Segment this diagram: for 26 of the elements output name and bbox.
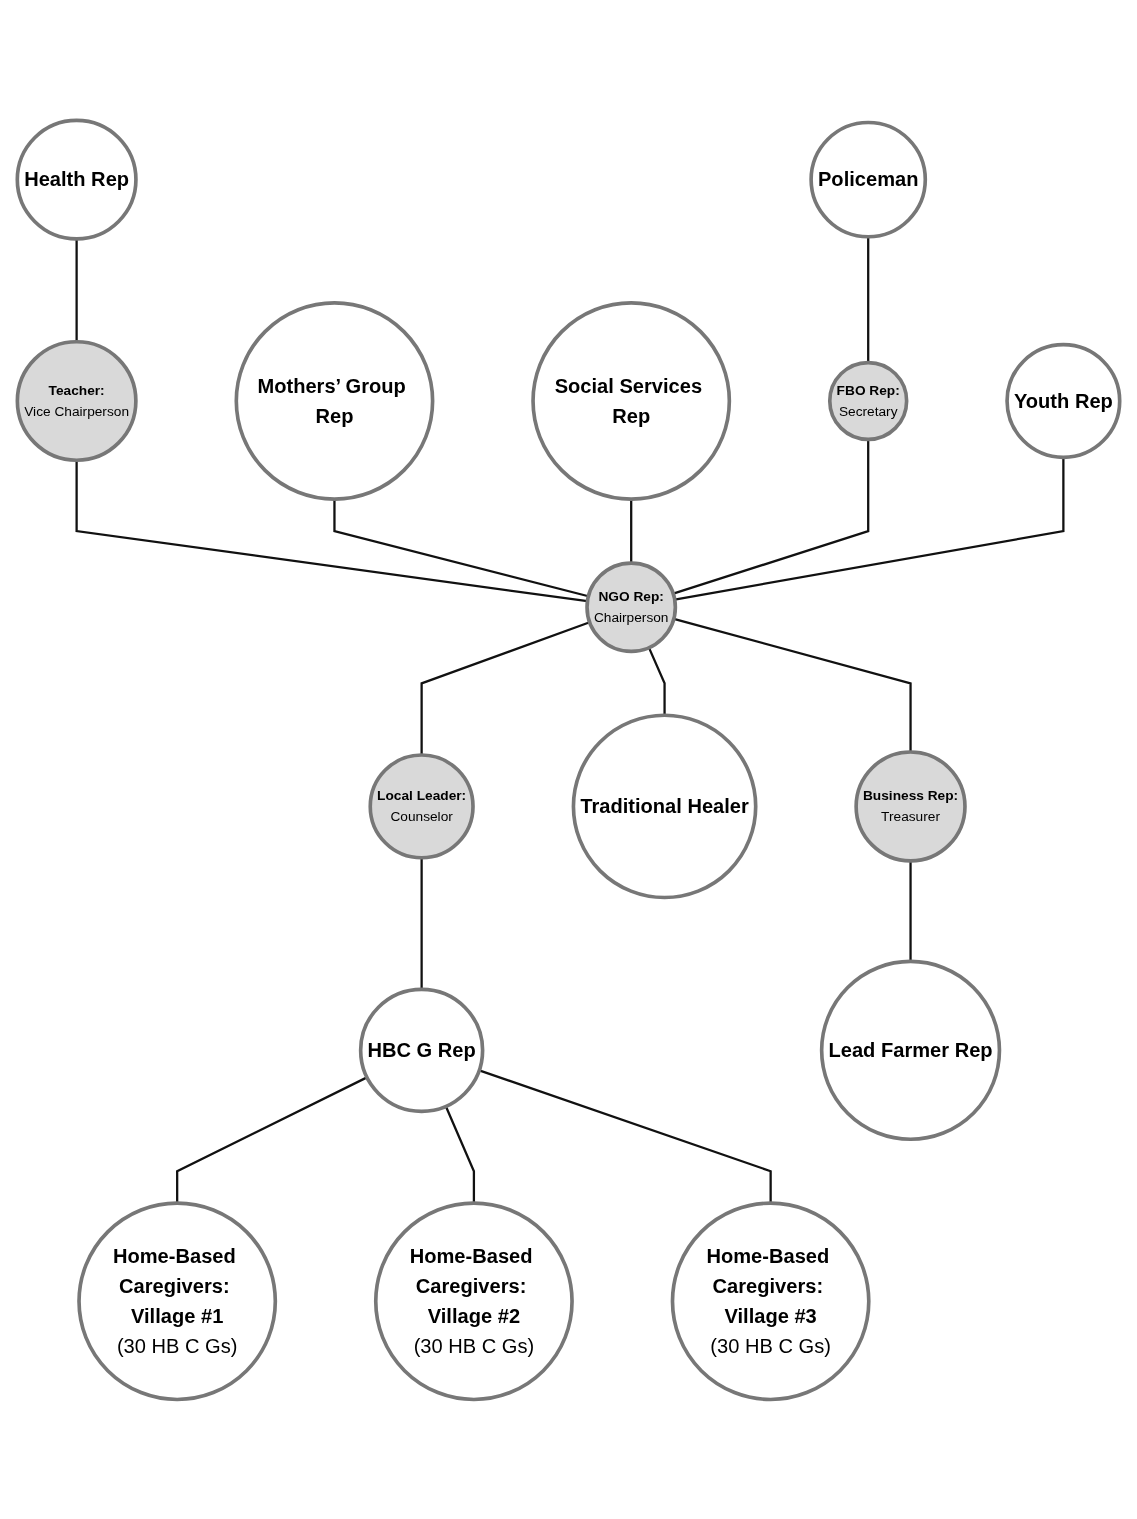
connector bbox=[176, 1075, 368, 1203]
node-circle: NGO Rep: Chairperson bbox=[585, 560, 678, 653]
node-circle: Home-Based Caregivers: Village #3 (30 HB C Gs) bbox=[670, 1200, 871, 1401]
connector bbox=[420, 857, 423, 989]
node-circle: Traditional Healer bbox=[571, 713, 758, 899]
connector bbox=[75, 238, 78, 342]
connector bbox=[647, 646, 666, 715]
node-circle: Business Rep: Treasurer bbox=[854, 749, 967, 863]
node-circle: Social Services Rep bbox=[531, 300, 732, 501]
node-circle: FBO Rep: Secretary bbox=[827, 360, 909, 441]
node-circle: HBC G Rep bbox=[358, 987, 485, 1113]
node-circle: Home-Based Caregivers: Village #1 (30 HB C Gs) bbox=[77, 1200, 278, 1401]
node-circle: Local Leader: Counselor bbox=[368, 752, 475, 860]
node-circle: Home-Based Caregivers: Village #2 (30 HB C Gs) bbox=[373, 1200, 574, 1401]
connector bbox=[630, 498, 633, 563]
node-circle: Mothers’ Group Rep bbox=[234, 300, 435, 501]
connector bbox=[75, 459, 588, 602]
connector bbox=[909, 860, 912, 962]
connector bbox=[478, 1068, 772, 1203]
node-circle: Teacher: Vice Chairperson bbox=[15, 339, 138, 462]
node-circle: Youth Rep bbox=[1005, 342, 1122, 459]
node-circle: Health Rep bbox=[15, 118, 138, 241]
connector bbox=[444, 1105, 476, 1203]
node-circle: Lead Farmer Rep bbox=[819, 959, 1002, 1141]
connector bbox=[867, 236, 870, 363]
node-circle: Policeman bbox=[809, 120, 928, 239]
